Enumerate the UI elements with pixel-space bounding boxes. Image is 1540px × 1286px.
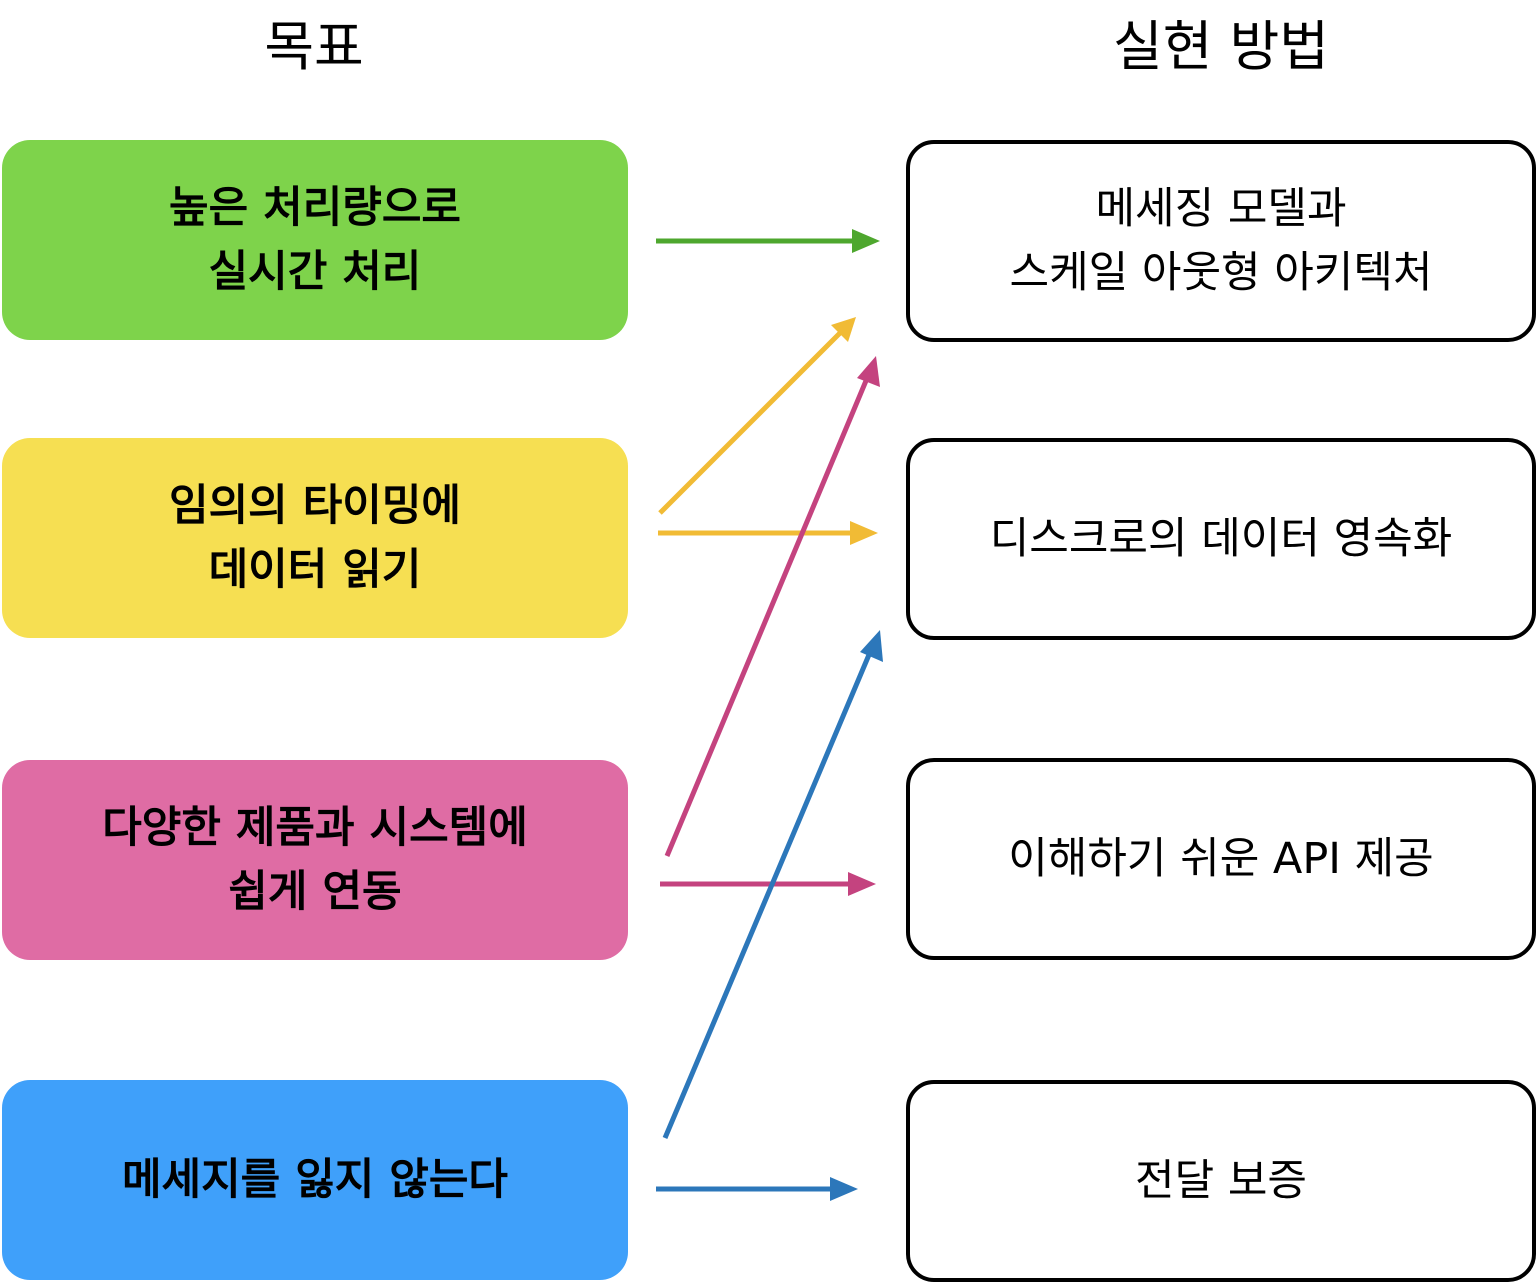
- methods-heading: 실현 방법: [1113, 15, 1329, 78]
- method-box-delivery-guarantee: 전달 보증: [906, 1080, 1536, 1282]
- goal-label-line: 임의의 타이밍에: [169, 481, 461, 531]
- goal-box-realtime: 높은 처리량으로 실시간 처리: [2, 140, 628, 340]
- goals-heading: 목표: [264, 15, 364, 78]
- goal-label-line: 다양한 제품과 시스템에: [102, 803, 528, 853]
- goal-label-line: 메세지를 잃지 않는다: [122, 1155, 508, 1205]
- method-box-easy-api: 이해하기 쉬운 API 제공: [906, 758, 1536, 960]
- method-label-line: 디스크로의 데이터 영속화: [989, 514, 1453, 564]
- method-label-line: 스케일 아웃형 아키텍처: [1009, 248, 1433, 298]
- method-box-messaging-scaleout: 메세징 모델과 스케일 아웃형 아키텍처: [906, 140, 1536, 342]
- method-label-line: 메세징 모델과: [1095, 184, 1347, 234]
- arrow-green-goal1-method1: [656, 229, 880, 253]
- goal-label-line: 데이터 읽기: [208, 545, 422, 595]
- goal-label-line: 높은 처리량으로: [169, 183, 461, 233]
- goal-label-line: 실시간 처리: [208, 247, 422, 297]
- method-label-line: 이해하기 쉬운 API 제공: [1008, 834, 1434, 884]
- arrow-blue-goal4-method4: [656, 1177, 858, 1201]
- arrow-blue-goal4-method2: [662, 630, 883, 1139]
- method-box-disk-persistence: 디스크로의 데이터 영속화: [906, 438, 1536, 640]
- arrow-pink-goal3-method1: [664, 356, 880, 857]
- arrow-yellow-goal2-method2: [658, 521, 878, 545]
- goal-box-read-anytime: 임의의 타이밍에 데이터 읽기: [2, 438, 628, 638]
- goal-label-line: 쉽게 연동: [228, 867, 402, 917]
- arrow-pink-goal3-method3: [660, 872, 876, 896]
- goal-box-no-message-loss: 메세지를 잃지 않는다: [2, 1080, 628, 1280]
- arrow-yellow-goal2-method1: [658, 317, 856, 515]
- method-label-line: 전달 보증: [1135, 1156, 1307, 1206]
- goal-box-integration: 다양한 제품과 시스템에 쉽게 연동: [2, 760, 628, 960]
